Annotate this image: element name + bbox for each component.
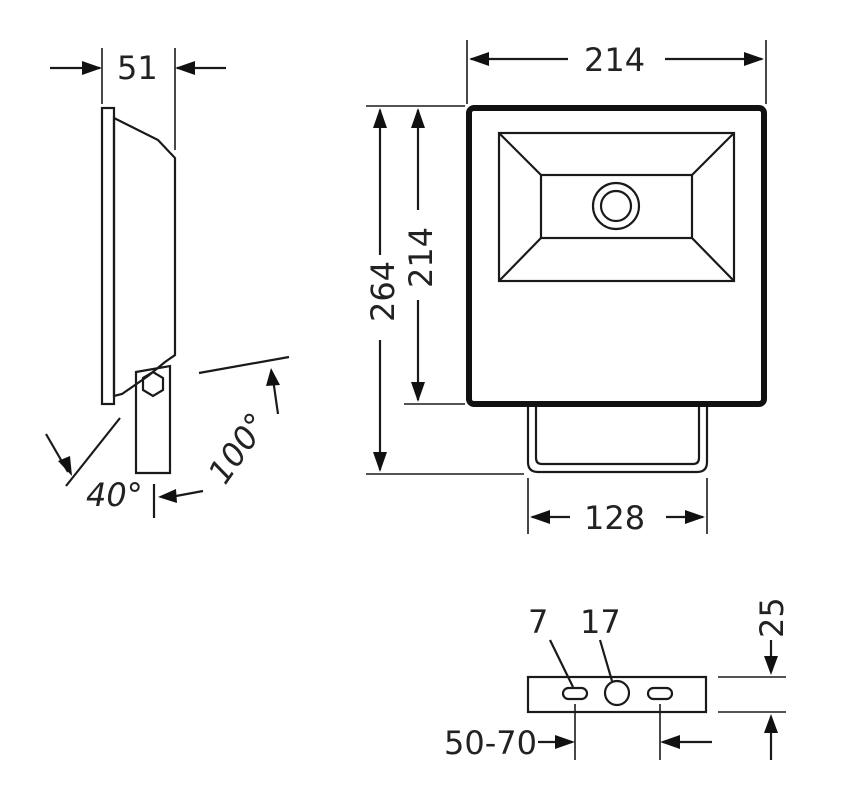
bracket-slot-left bbox=[561, 686, 589, 701]
angle-ref-up bbox=[198, 355, 290, 375]
dim-214-side-arrow-top bbox=[411, 108, 425, 128]
dim-128-arrow-right bbox=[685, 510, 705, 524]
dim-264-label: 264 bbox=[364, 261, 402, 322]
angle-40-label: 40° bbox=[86, 476, 143, 514]
dim-51-arrow-right bbox=[175, 61, 195, 75]
side-pivot-nut bbox=[141, 370, 165, 398]
angle-40-arrow-bottom bbox=[158, 489, 177, 503]
bracket-plate bbox=[526, 675, 708, 714]
dim-214-side-arrow-bottom bbox=[411, 382, 425, 402]
angle-100-label: 100° bbox=[200, 406, 275, 491]
dim-5070-arrow-left bbox=[555, 735, 575, 749]
leader-7 bbox=[549, 639, 574, 688]
dim-264-arrow-bottom bbox=[373, 452, 387, 472]
dim-128-arrow-left bbox=[530, 510, 550, 524]
bracket-view: 7 17 25 50-70 bbox=[444, 597, 791, 762]
front-led-outer bbox=[591, 181, 641, 231]
dim-214-side-label: 214 bbox=[402, 227, 440, 288]
angle-40-leader bbox=[175, 489, 204, 498]
angle-ref-down bbox=[65, 417, 121, 487]
dim-128-label: 128 bbox=[584, 499, 645, 537]
dim-17-label: 17 bbox=[580, 603, 621, 641]
side-front-plate bbox=[100, 106, 116, 406]
angle-40-arrow bbox=[58, 456, 72, 476]
side-mount-arm bbox=[134, 364, 172, 475]
dim-264-arrow-top bbox=[373, 108, 387, 128]
side-view: 51 40° 100° bbox=[45, 48, 290, 518]
dim-214-top-arrow-left bbox=[469, 52, 489, 66]
front-housing bbox=[466, 105, 767, 407]
front-lens-inner bbox=[539, 173, 694, 240]
front-bracket-inner bbox=[534, 404, 701, 466]
dim-25-label: 25 bbox=[753, 597, 791, 638]
side-housing bbox=[112, 116, 177, 398]
front-bevel-br bbox=[691, 237, 735, 282]
front-bevel-bl bbox=[498, 237, 542, 282]
front-bevel-tr bbox=[691, 132, 735, 176]
dim-51-label: 51 bbox=[117, 49, 158, 87]
bracket-center-hole bbox=[603, 679, 631, 707]
angle-100-arrow bbox=[266, 368, 280, 386]
bracket-slot-right bbox=[646, 686, 674, 701]
dim-7-label: 7 bbox=[528, 603, 548, 641]
dim-5070-arrow-right bbox=[660, 735, 680, 749]
leader-17 bbox=[598, 639, 614, 682]
dim-5070-label: 50-70 bbox=[444, 724, 537, 762]
dim-214-top-arrow-right bbox=[744, 52, 764, 66]
dim-214-top-label: 214 bbox=[584, 41, 645, 79]
front-bevel-tl bbox=[498, 132, 542, 176]
front-lens-outer bbox=[497, 131, 736, 283]
dim-51-arrow-left bbox=[82, 61, 102, 75]
front-bracket-outer bbox=[526, 404, 709, 474]
dim-25-arrow-bottom bbox=[764, 714, 778, 733]
front-led-inner bbox=[599, 189, 633, 223]
front-view: 214 264 214 128 bbox=[364, 40, 767, 537]
dim-25-arrow-top bbox=[764, 656, 778, 675]
